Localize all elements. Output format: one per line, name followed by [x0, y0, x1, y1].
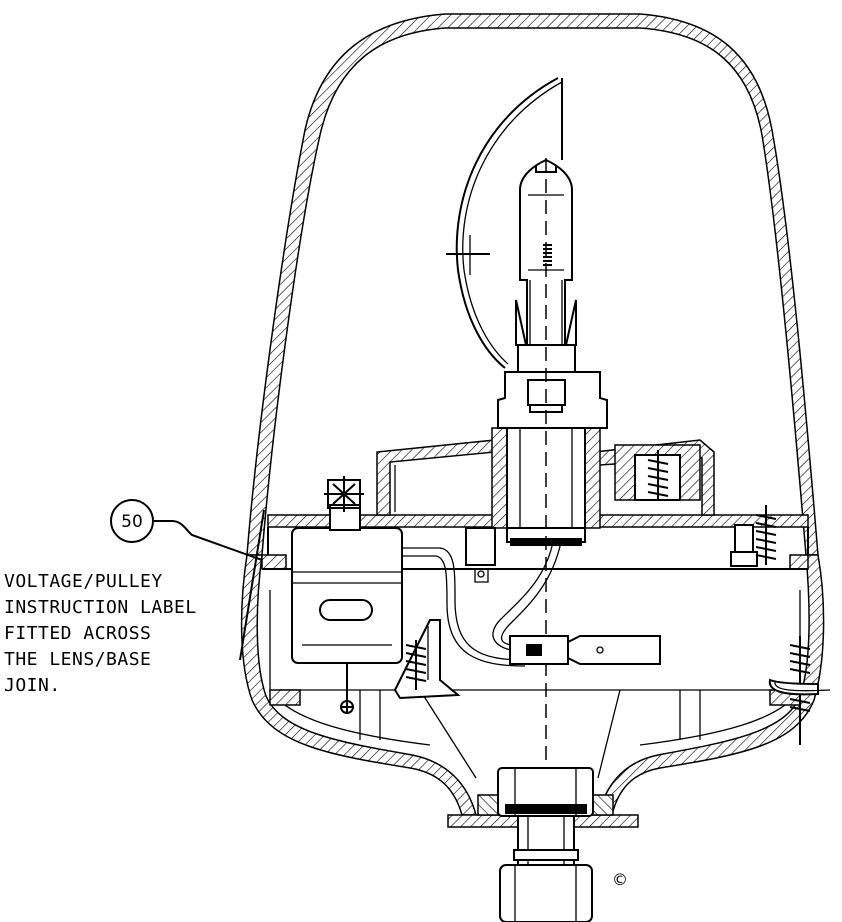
note-line-4: THE LENS/BASE: [4, 649, 151, 670]
base-housing: [240, 554, 825, 816]
label-callout: 50: [110, 499, 265, 661]
note-line-3: FITTED ACROSS: [4, 623, 151, 644]
wiring: [402, 527, 661, 667]
right-fixings: [730, 505, 831, 745]
motor-housing: [376, 439, 715, 516]
copyright-mark: ©: [612, 870, 628, 889]
note-line-1: VOLTAGE/PULLEY: [4, 571, 163, 592]
screw-spring-left: [405, 640, 427, 690]
spring-clip-right: [768, 636, 831, 745]
left-bracket: [393, 619, 461, 700]
screw-spring-right: [647, 450, 669, 500]
callout-number: 50: [121, 512, 143, 532]
note-line-2: INSTRUCTION LABEL: [4, 597, 197, 618]
mounting-stud-assembly: [447, 767, 639, 922]
note-line-5: JOIN.: [4, 675, 61, 696]
bulb-holder: [491, 344, 608, 546]
label-note: VOLTAGE/PULLEY INSTRUCTION LABEL FITTED …: [4, 571, 197, 696]
reflector: [446, 77, 563, 369]
motor-unit: [291, 476, 403, 714]
drive-gear: [324, 476, 364, 531]
